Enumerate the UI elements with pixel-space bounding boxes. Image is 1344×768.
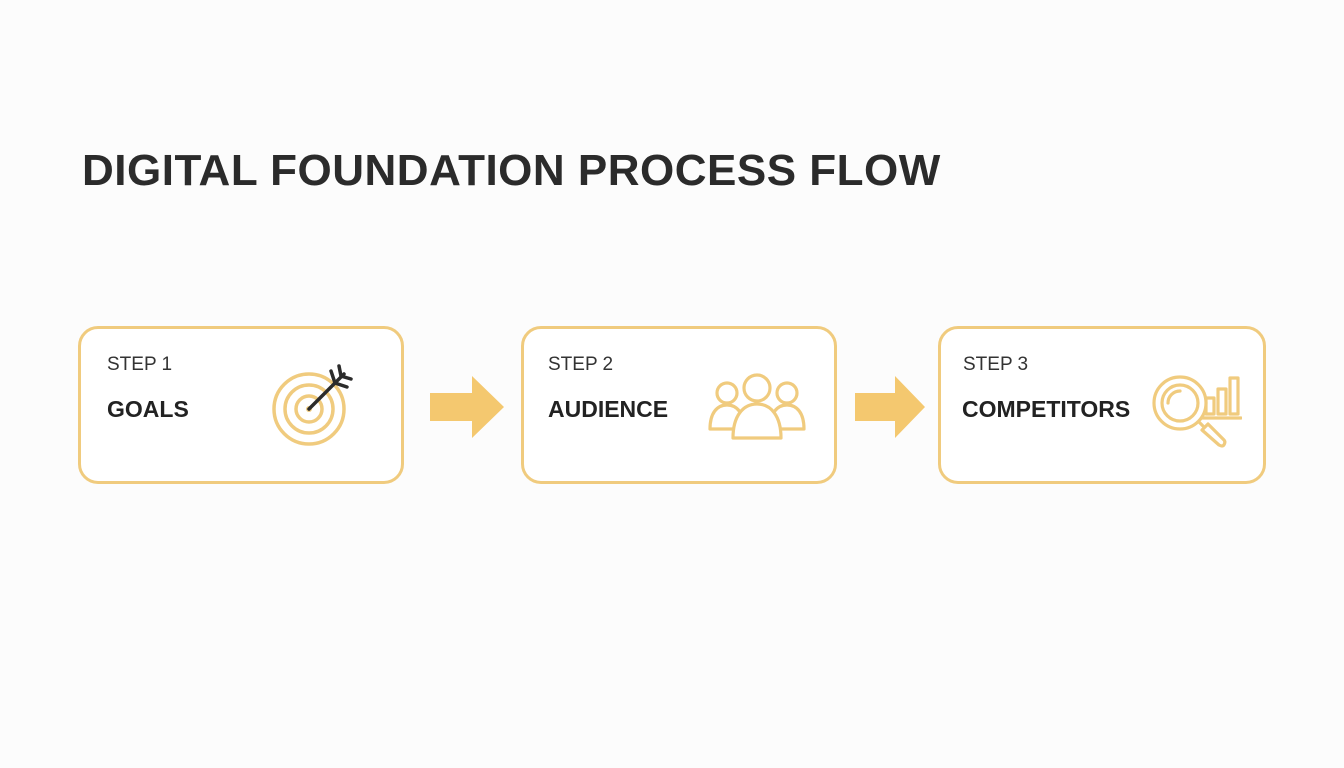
page-title: DIGITAL FOUNDATION PROCESS FLOW: [82, 146, 941, 195]
target-arrow-icon: [272, 364, 353, 446]
step-name: AUDIENCE: [548, 396, 669, 422]
flow-arrow-1: [430, 376, 504, 438]
step-card-competitors: STEP 3 COMPETITORS: [938, 326, 1266, 484]
flow-arrow-2: [855, 376, 925, 438]
people-group-icon: [708, 373, 806, 440]
step-number-label: STEP 3: [963, 354, 1029, 375]
step-name: COMPETITORS: [962, 396, 1131, 422]
step-name: GOALS: [107, 396, 189, 422]
step-number-label: STEP 1: [107, 354, 173, 375]
step-card-audience: STEP 2 AUDIENCE: [521, 326, 837, 484]
step-card-goals: STEP 1 GOALS: [78, 326, 404, 484]
step-number-label: STEP 2: [548, 354, 614, 375]
magnifier-chart-icon: [1152, 375, 1242, 448]
